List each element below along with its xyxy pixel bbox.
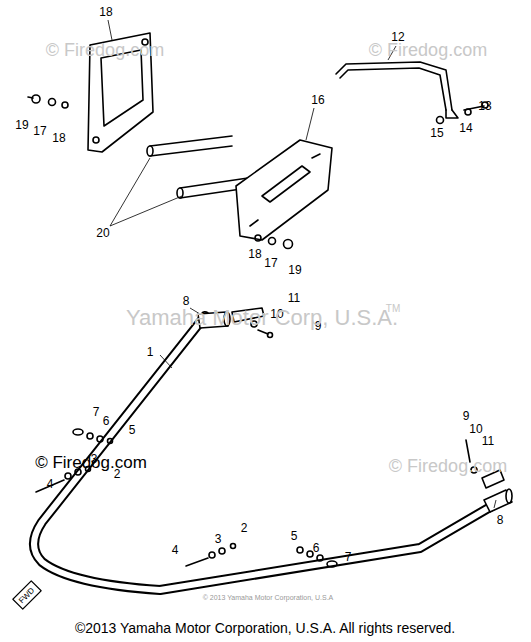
callout-number: 7 — [93, 406, 100, 418]
callout-number: 18 — [248, 248, 261, 260]
callout-number: 16 — [311, 94, 324, 106]
callout-number: 4 — [172, 544, 179, 556]
copyright-footer: ©2013 Yamaha Motor Corporation, U.S.A. A… — [75, 621, 455, 635]
callout-number: 19 — [288, 264, 301, 276]
watermark: © Firedog.com — [369, 41, 487, 59]
callout-number: 5 — [291, 530, 298, 542]
callout-number: 14 — [459, 122, 472, 134]
callout-number: 20 — [96, 227, 109, 239]
callout-number: 2 — [241, 522, 248, 534]
callout-number: 9 — [463, 410, 470, 422]
copyright-note: © 2013 Yamaha Motor Corporation, U.S.A — [203, 594, 334, 601]
watermark: Yamaha Motor Corp, U.S.A. — [126, 307, 398, 329]
callout-number: 8 — [497, 514, 504, 526]
callout-number: 19 — [15, 119, 28, 131]
callout-number: 11 — [288, 292, 300, 304]
callout-number: 8 — [183, 295, 190, 307]
watermark: © Firedog.com — [35, 454, 147, 471]
callout-number: 17 — [33, 125, 46, 137]
fwd-tag: FWD — [18, 587, 37, 606]
callout-number: 6 — [313, 542, 320, 554]
callout-number: 10 — [469, 423, 482, 435]
callout-number: 17 — [264, 257, 277, 269]
callout-number: 6 — [103, 415, 110, 427]
watermark: TM — [386, 304, 400, 314]
callout-number: 1 — [147, 346, 154, 358]
watermark: © Firedog.com — [46, 41, 164, 59]
callout-number: 15 — [430, 127, 443, 139]
callout-number: 18 — [52, 132, 65, 144]
callout-number: 7 — [345, 551, 352, 563]
callout-number: 3 — [215, 533, 222, 545]
callout-number: 13 — [478, 100, 491, 112]
callout-number: 4 — [47, 478, 54, 490]
callout-number: 5 — [129, 424, 136, 436]
callout-number: 11 — [482, 435, 494, 447]
watermark: © Firedog.com — [389, 457, 507, 475]
callout-number: 18 — [99, 6, 112, 18]
